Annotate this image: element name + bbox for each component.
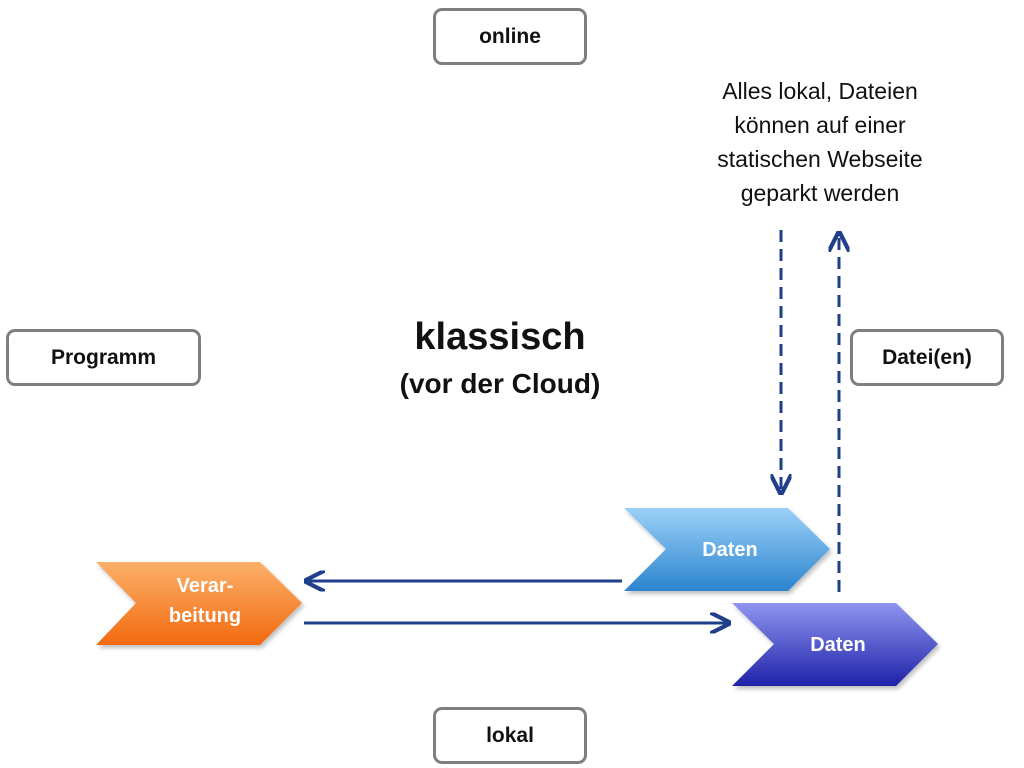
online-box: online [433,8,587,65]
daten-top-shape: Daten [624,508,830,591]
dateien-label: Datei(en) [882,345,972,369]
daten-bottom-label: Daten [810,634,866,656]
programm-label: Programm [50,345,157,369]
daten-bottom-shape: Daten [732,603,938,686]
diagram-title: klassisch [414,316,586,358]
annotation-note: Alles lokal, Dateien können auf einer st… [717,78,923,206]
dateien-box: Datei(en) [850,329,1004,386]
lokal-box: lokal [433,707,587,764]
verarbeitung-label-line1: Verar- [177,575,234,597]
diagram-subtitle: (vor der Cloud) [399,368,601,399]
verarbeitung-shape: Verar- beitung [96,562,302,645]
daten-top-label: Daten [702,539,758,561]
online-label: online [479,24,541,48]
verarbeitung-label-line2: beitung [169,605,241,627]
lokal-label: lokal [486,723,534,747]
programm-box: Programm [6,329,201,386]
